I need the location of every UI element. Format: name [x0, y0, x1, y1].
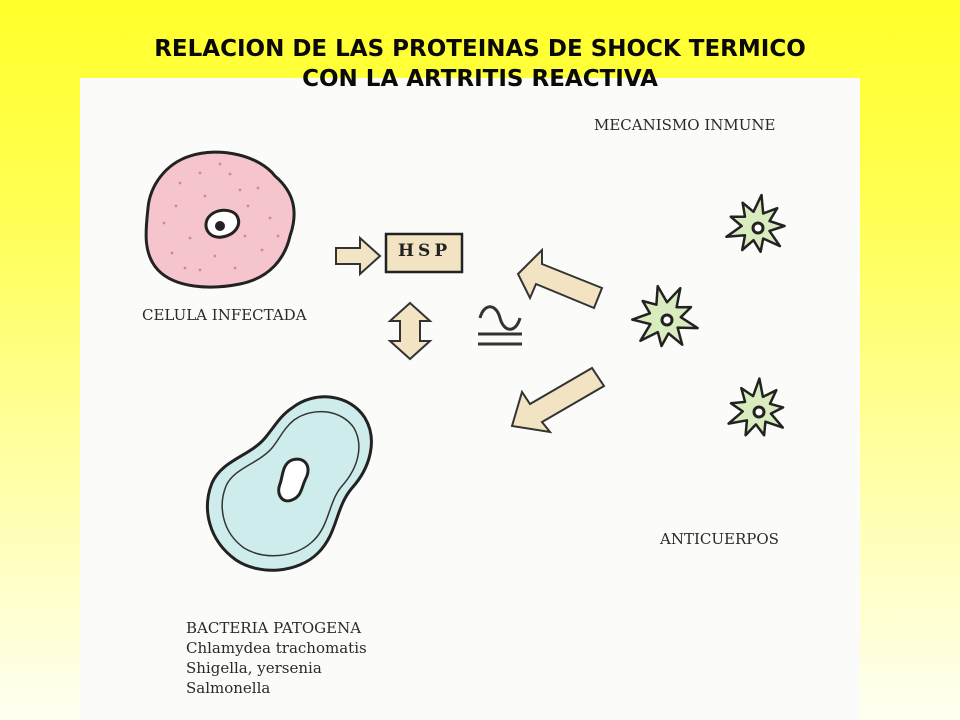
immune-cell: [631, 284, 699, 348]
diagram-canvas: [144, 150, 786, 572]
arrow-immune-to-hsp: [516, 247, 604, 310]
infected-cell-speckles: [162, 162, 280, 272]
antibodies-label: ANTICUERPOS: [660, 530, 779, 548]
arrow-cell-to-hsp: [335, 235, 382, 277]
immune-cell-nucleus: [660, 313, 674, 327]
infected-cell-label: CELULA INFECTADA: [142, 306, 307, 324]
bacteria-label-block: BACTERIA PATOGENA Chlamydea trachomatis …: [186, 618, 367, 698]
hsp-box: [384, 232, 464, 274]
diagram-panel: MECANISMO INMUNE HSP CELULA INFECTADA AN…: [80, 78, 860, 720]
immune-cell: [725, 193, 786, 254]
double-arrow-hsp-bacteria: [387, 301, 433, 361]
bacteria-nucleoid: [277, 457, 310, 503]
immune-cell: [727, 377, 785, 437]
similarity-symbol: [478, 305, 522, 346]
bacteria-example-1: Chlamydea trachomatis: [186, 639, 367, 657]
infected-cell-nucleolus: [215, 221, 225, 231]
slide-title: RELACION DE LAS PROTEINAS DE SHOCK TERMI…: [0, 34, 960, 94]
bacteria-example-2: Shigella, yersenia: [186, 659, 322, 677]
arrow-immune-to-bacteria: [510, 366, 606, 434]
slide-title-line-1: RELACION DE LAS PROTEINAS DE SHOCK TERMI…: [154, 36, 806, 62]
hsp-label: HSP: [398, 241, 452, 261]
infected-cell: [144, 150, 296, 289]
bacteria: [205, 395, 373, 572]
immune-cell-nucleus: [752, 405, 766, 419]
bacteria-label: BACTERIA PATOGENA: [186, 619, 362, 637]
immune-cell-nucleus: [751, 221, 765, 235]
immune-cells: [631, 193, 786, 437]
slide-title-line-2: CON LA ARTRITIS REACTIVA: [302, 66, 658, 92]
bacteria-inner-membrane: [221, 410, 360, 557]
immune-mechanism-label: MECANISMO INMUNE: [594, 116, 776, 134]
bacteria-example-3: Salmonella: [186, 679, 271, 697]
